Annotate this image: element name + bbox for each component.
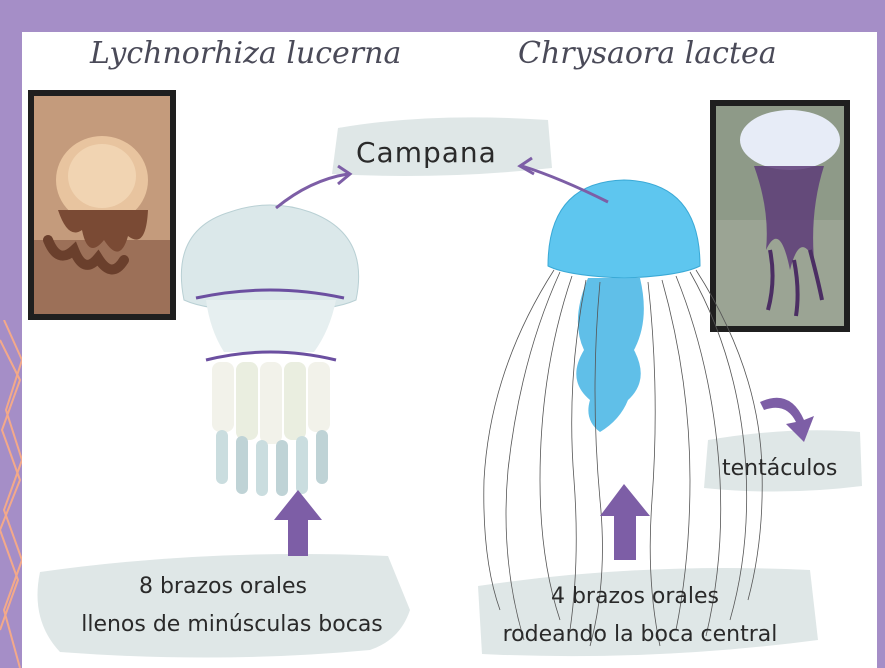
arrow-up-icon <box>600 484 650 560</box>
label-tentacles: tentáculos <box>722 456 837 481</box>
label-right-arms-line1: 4 brazos orales <box>500 584 770 609</box>
title-chrysaora: Chrysaora lactea <box>518 36 777 71</box>
chrysaora-illustration <box>484 180 762 646</box>
arrow-up-icon <box>274 490 322 556</box>
arrow-to-bell-right <box>522 166 608 202</box>
label-left-arms-line1: 8 brazos orales <box>88 574 358 599</box>
label-right-arms-line2: rodeando la boca central <box>484 622 796 647</box>
label-left-arms-line2: llenos de minúsculas bocas <box>62 612 402 637</box>
label-bell: Campana <box>356 136 497 169</box>
curved-arrow-icon <box>760 398 814 442</box>
arrow-to-bell-left <box>276 174 348 208</box>
title-lychnorhiza: Lychnorhiza lucerna <box>90 36 401 71</box>
lychnorhiza-illustration <box>181 205 358 496</box>
